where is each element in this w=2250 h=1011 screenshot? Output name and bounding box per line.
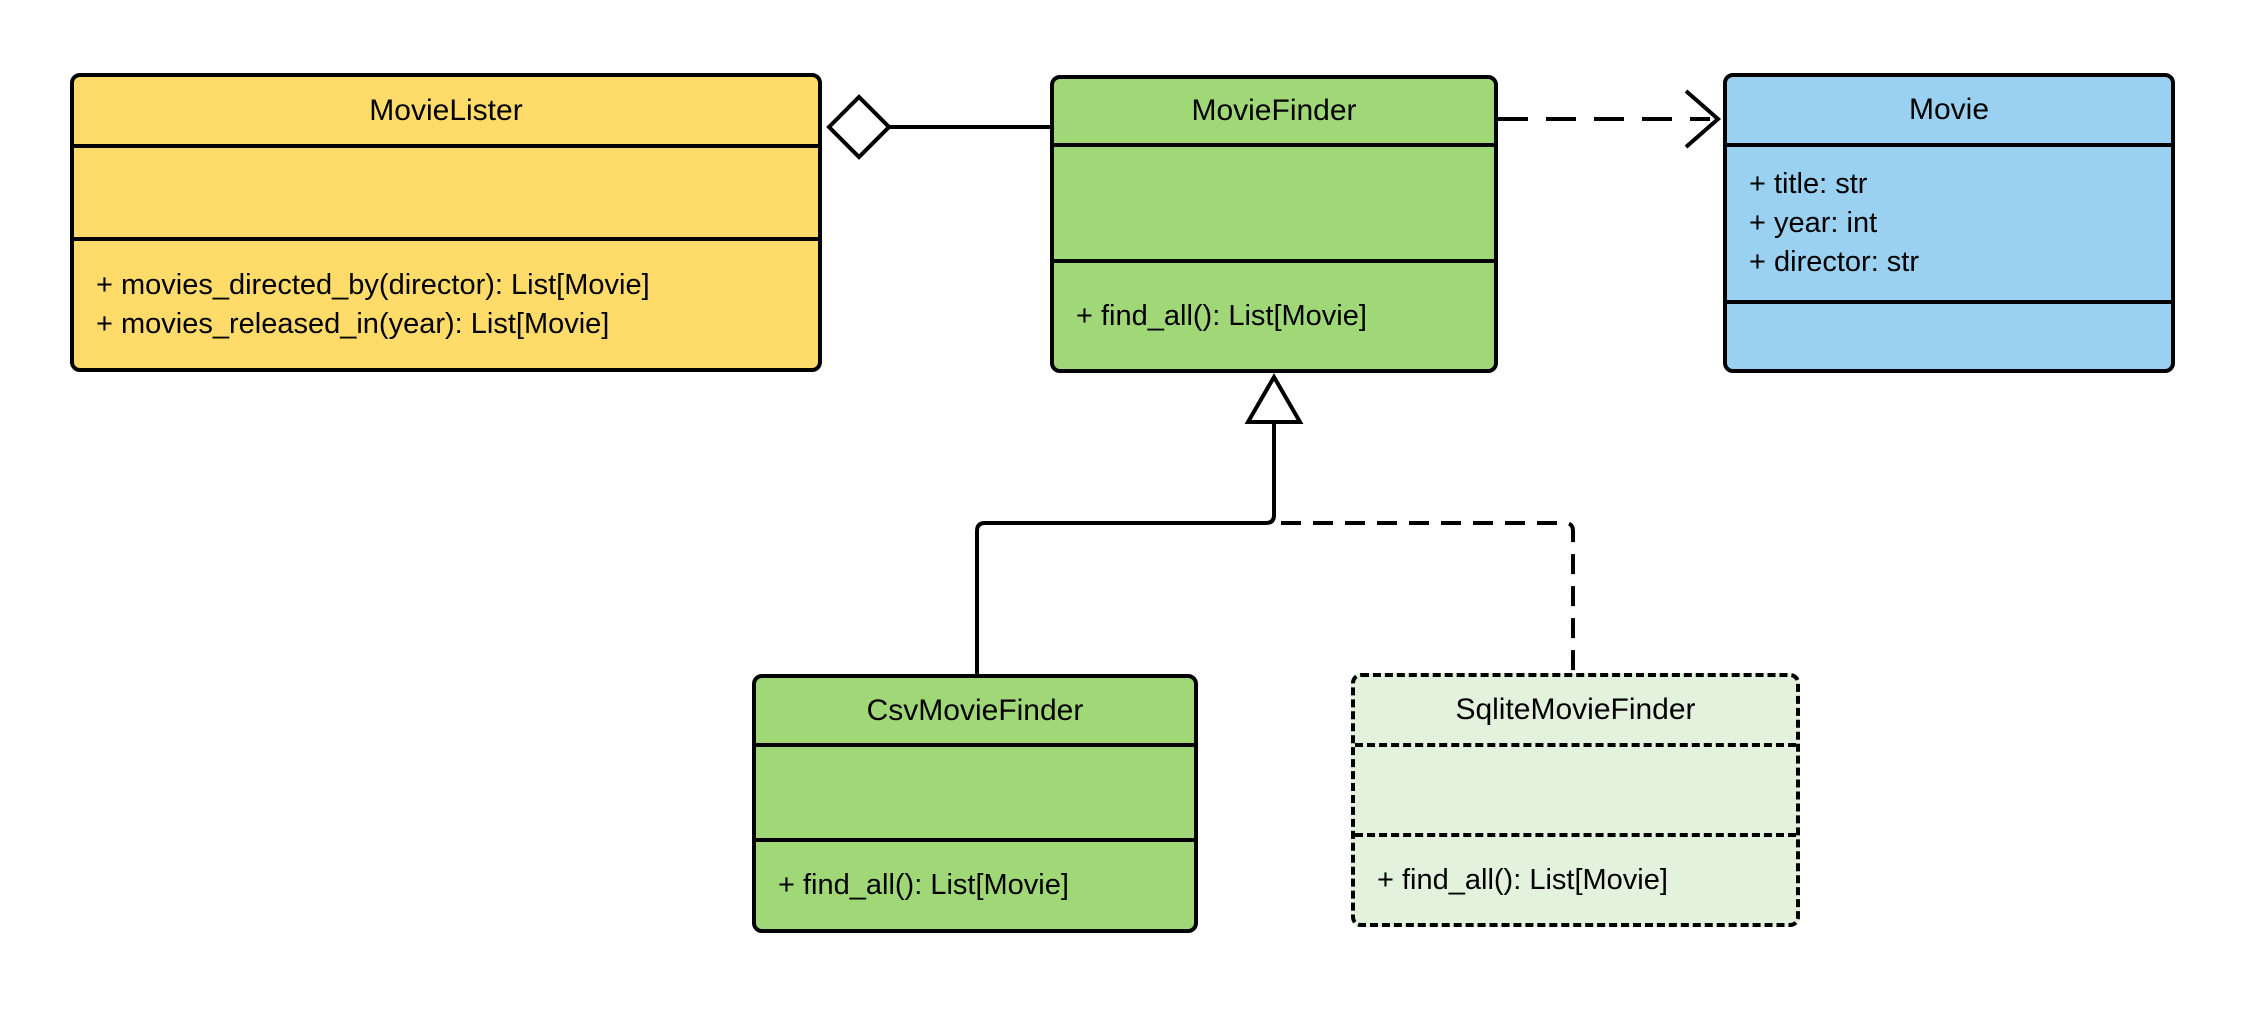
method: + find_all(): List[Movie] [1377,863,1668,896]
methods-section: + movies_directed_by(director): List[Mov… [74,237,818,368]
class-box-movie: Movie + title: str + year: int + directo… [1723,73,2175,373]
methods-section: + find_all(): List[Movie] [756,838,1194,929]
dependency-connector [1498,89,1722,149]
hollow-diamond-marker [826,94,892,160]
attributes-section [74,144,818,237]
method: + movies_released_in(year): List[Movie] [96,307,610,340]
attribute: + year: int [1749,207,1878,239]
class-box-csvmoviefinder: CsvMovieFinder + find_all(): List[Movie] [752,674,1198,933]
methods-section: + find_all(): List[Movie] [1054,259,1494,369]
generalization-connector-solid [975,422,1276,674]
methods-section [1727,300,2171,369]
method: + find_all(): List[Movie] [778,869,1069,901]
class-box-sqlitemoviefinder: SqliteMovieFinder + find_all(): List[Mov… [1351,673,1800,927]
class-title: MovieFinder [1191,94,1357,127]
aggregation-connector [826,94,1050,160]
method: + find_all(): List[Movie] [1076,299,1367,332]
class-title: SqliteMovieFinder [1455,693,1696,726]
attributes-section: + title: str + year: int + director: str [1727,143,2171,300]
hollow-triangle-marker [1244,373,1304,424]
attribute: + director: str [1749,246,1920,278]
class-box-moviefinder: MovieFinder + find_all(): List[Movie] [1050,75,1498,373]
class-title: MovieLister [369,93,523,127]
class-title: Movie [1908,93,1990,126]
attributes-section [1054,143,1494,259]
method: + movies_directed_by(director): List[Mov… [96,268,650,301]
class-box-movielister: MovieLister + movies_directed_by(directo… [70,73,822,372]
generalization-connector-dashed [1281,521,1575,673]
class-title: CsvMovieFinder [866,693,1084,727]
open-arrowhead-marker [1684,89,1722,149]
attributes-section [1355,743,1796,833]
attribute: + title: str [1749,168,1868,200]
attributes-section [756,743,1194,838]
methods-section: + find_all(): List[Movie] [1355,833,1796,923]
